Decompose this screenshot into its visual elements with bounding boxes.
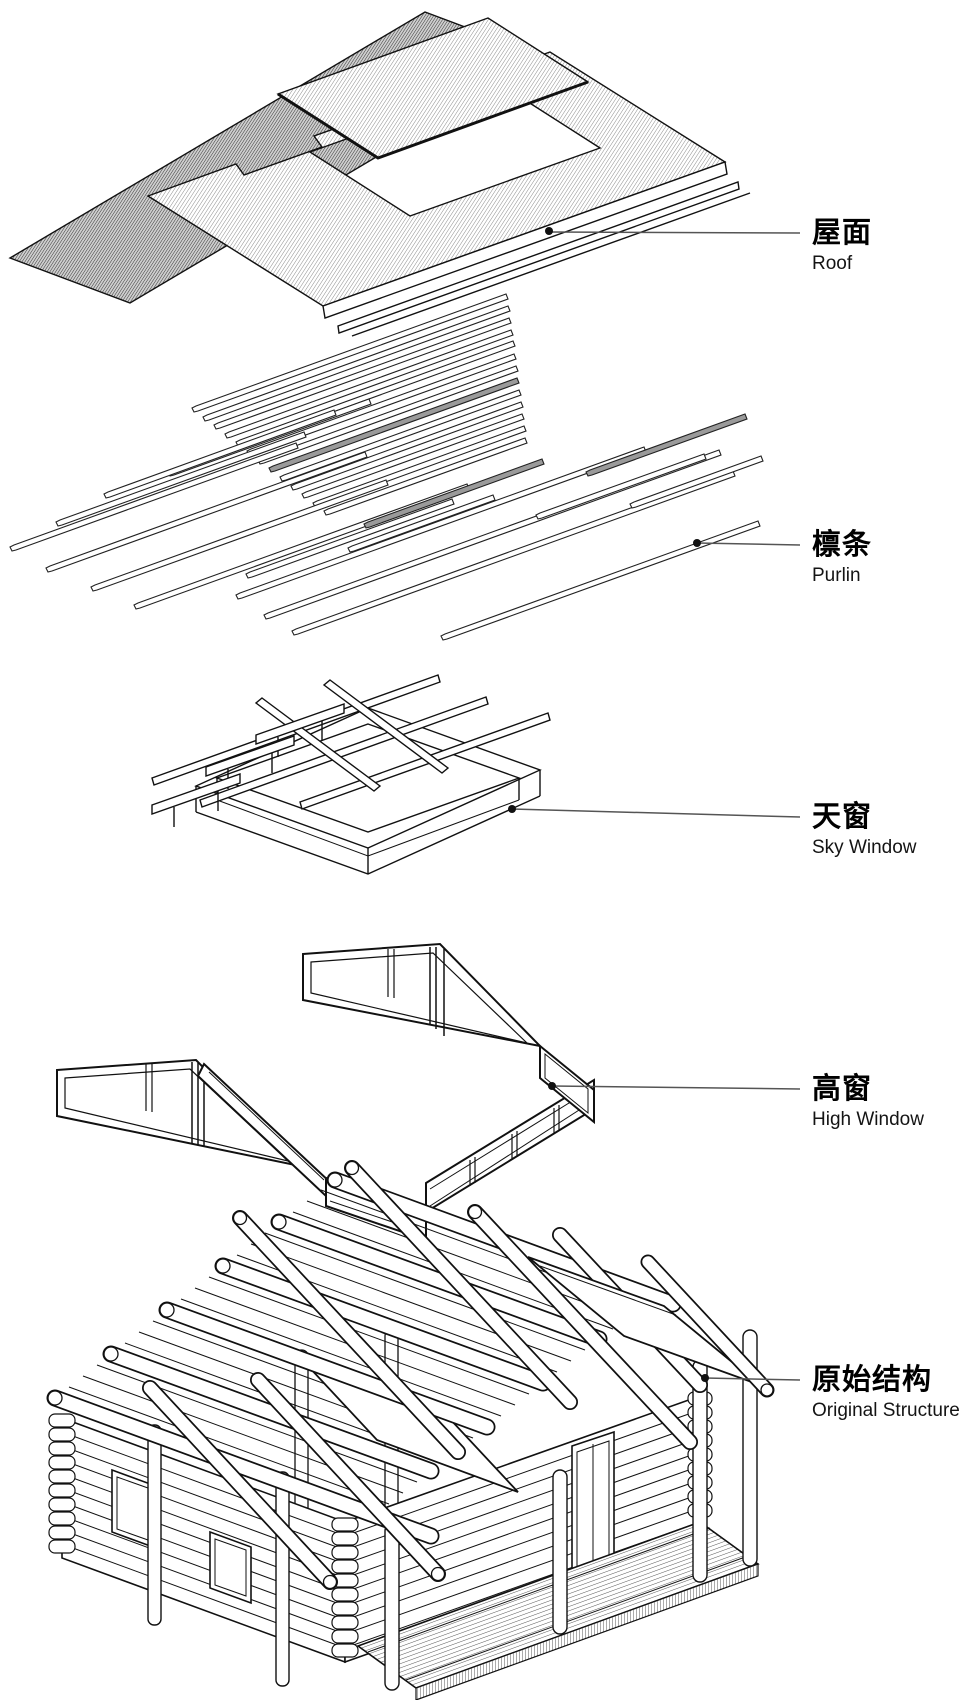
- leader-sky-window: [508, 805, 801, 818]
- label-roof-zh: 屋面: [812, 215, 873, 249]
- label-high-window: 高窗 High Window: [812, 1072, 924, 1132]
- label-original-structure-zh: 原始结构: [812, 1362, 933, 1396]
- leader-dot-sky-window: [508, 805, 516, 813]
- skywindow-rafter: [322, 679, 450, 774]
- layer-sky-window: [151, 674, 551, 875]
- label-roof-en: Roof: [812, 253, 853, 274]
- layer-original-structure: [46, 1160, 775, 1700]
- layer-roof: [8, 11, 751, 337]
- roof-fascia: [322, 161, 728, 319]
- leader-lines: [508, 227, 801, 1382]
- leader-purlin: [693, 539, 801, 547]
- roof-fascia-3: [351, 192, 751, 337]
- roof-right-slope: [527, 1254, 775, 1398]
- label-purlin: 檩条 Purlin: [812, 528, 872, 588]
- label-original-structure: 原始结构 Original Structure: [812, 1363, 960, 1423]
- label-original-structure-en: Original Structure: [812, 1400, 960, 1421]
- label-high-window-zh: 高窗: [812, 1071, 873, 1105]
- roof-skylight-panel-shadow: [277, 80, 589, 160]
- leader-dot-high-window: [548, 1082, 556, 1090]
- leader-high-window: [548, 1082, 801, 1090]
- log-purlins: [46, 1171, 682, 1545]
- label-sky-window-zh: 天窗: [812, 799, 873, 833]
- label-sky-window: 天窗 Sky Window: [812, 800, 917, 860]
- leader-dot-roof: [545, 227, 553, 235]
- skywindow-mini-frame: [151, 773, 241, 827]
- cabin-window: [209, 1530, 252, 1605]
- label-high-window-en: High Window: [812, 1109, 924, 1130]
- label-purlin-zh: 檩条: [812, 527, 873, 561]
- leader-original-structure: [701, 1374, 801, 1382]
- leader-dot-original-structure: [701, 1374, 709, 1382]
- label-purlin-en: Purlin: [812, 565, 861, 586]
- leader-roof: [545, 227, 801, 235]
- label-sky-window-en: Sky Window: [812, 837, 917, 858]
- porch-posts: [147, 1329, 758, 1691]
- layer-high-window: [56, 942, 595, 1242]
- roof-fascia-2: [337, 181, 740, 334]
- label-roof: 屋面 Roof: [812, 216, 872, 276]
- layer-purlin: [9, 293, 764, 641]
- cabin-right-wall: [344, 1394, 701, 1664]
- skywindow-rafter: [254, 697, 382, 792]
- leader-dot-purlin: [693, 539, 701, 547]
